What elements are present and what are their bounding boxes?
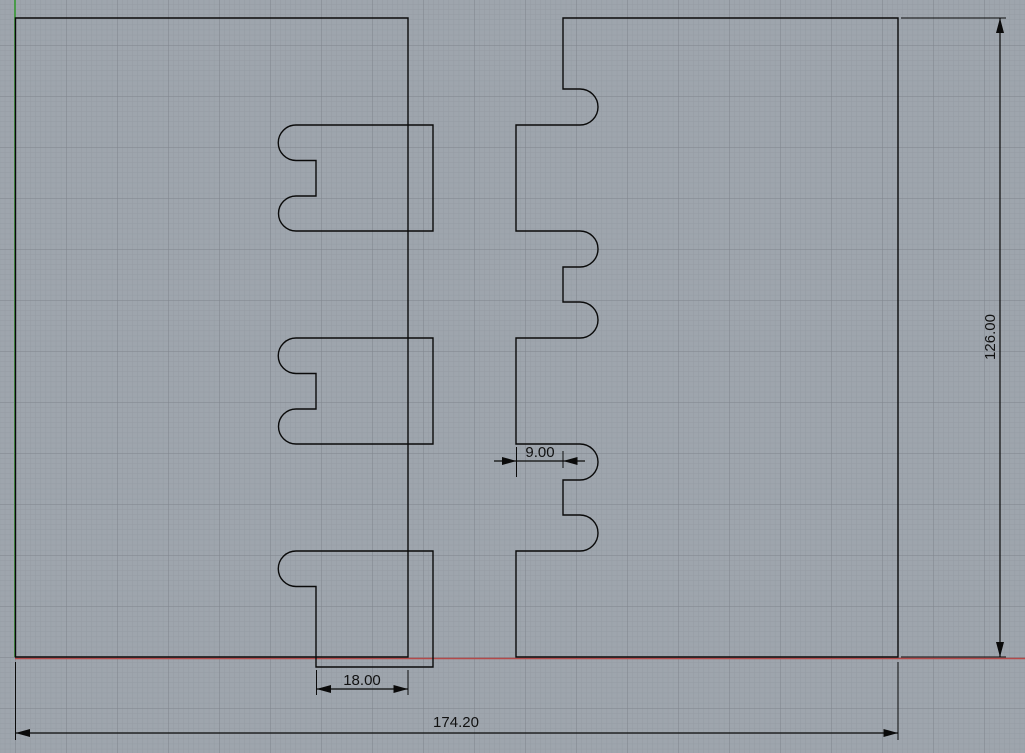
arrowhead-up-icon — [996, 18, 1004, 33]
right-panel-outline[interactable] — [515, 17, 899, 658]
dimension-overall-height[interactable]: 126.00 — [901, 17, 1006, 658]
dimension-label-overall-height: 126.00 — [982, 314, 999, 360]
arrowhead-right-icon — [883, 729, 898, 737]
arrowhead-left-icon — [316, 685, 331, 693]
dimension-label-overall-width: 174.20 — [433, 714, 479, 731]
left-tab-bottom[interactable] — [277, 550, 434, 668]
arrowhead-down-icon — [996, 642, 1004, 657]
left-tab-middle[interactable] — [277, 337, 434, 445]
arrowhead-left-icon — [563, 457, 578, 465]
left-panel-outline[interactable] — [14, 17, 409, 658]
dimension-label-tab-width: 18.00 — [343, 672, 381, 689]
dimension-tab-width[interactable]: 18.00 — [316, 670, 409, 695]
dimension-overall-width[interactable]: 174.20 — [15, 662, 899, 740]
arrowhead-left-icon — [15, 729, 30, 737]
left-tab-top[interactable] — [277, 124, 434, 232]
arrowhead-right-icon — [393, 685, 408, 693]
arrowhead-right-icon — [502, 457, 517, 465]
dimension-slot-offset[interactable]: 9.00 — [494, 444, 585, 477]
dimension-label-slot-offset: 9.00 — [525, 444, 554, 461]
